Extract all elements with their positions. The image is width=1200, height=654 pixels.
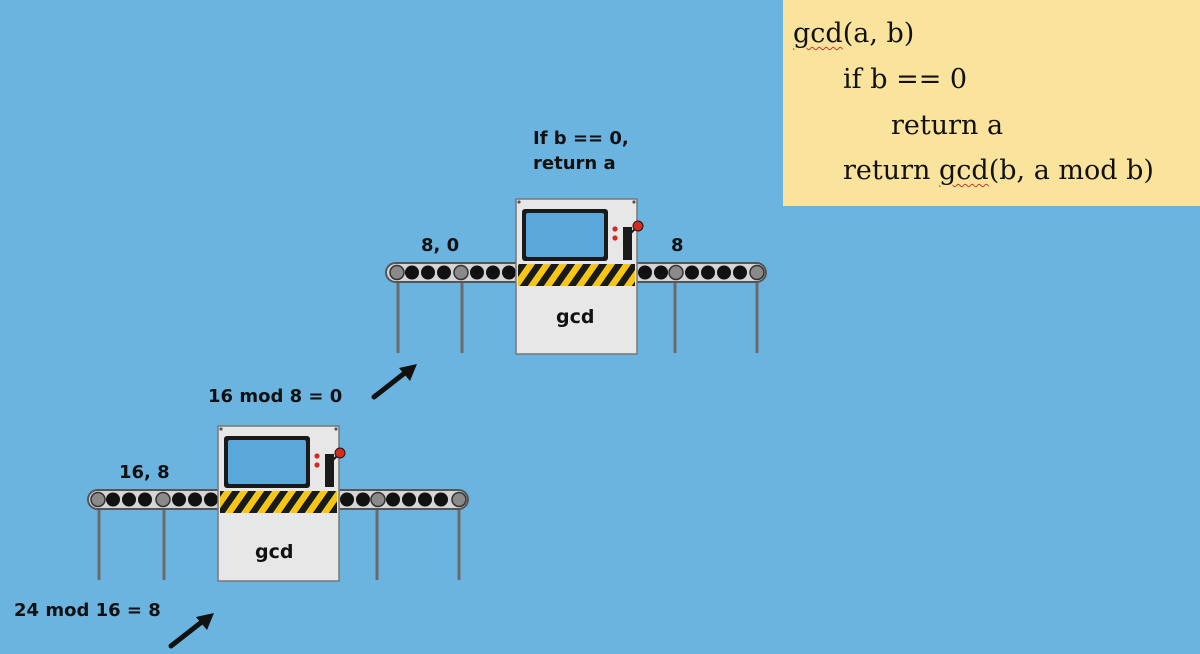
code-line-signature: gcd(a, b) — [793, 18, 914, 49]
machine-1-input-label: 16, 8 — [119, 462, 170, 483]
pseudocode-box: gcd(a, b) if b == 0 return a return gcd(… — [783, 0, 1200, 206]
initial-mod-label: 24 mod 16 = 8 — [14, 600, 161, 621]
arrow-icon-upper — [371, 364, 417, 400]
machine-1-label: gcd — [255, 541, 294, 563]
machine-2-condition-line1: If b == 0, — [533, 128, 629, 149]
machine-2-label: gcd — [556, 306, 595, 328]
code-line-recursive-return: return gcd(b, a mod b) — [843, 155, 1154, 186]
machine-2-output-label: 8 — [671, 235, 684, 256]
code-recursive-args: (b, a mod b) — [988, 155, 1154, 186]
code-line-return-a: return a — [891, 110, 1004, 141]
code-line-if: if b == 0 — [843, 64, 968, 95]
machine-1-mod-label: 16 mod 8 = 0 — [208, 386, 343, 407]
code-return-keyword: return — [843, 155, 940, 186]
code-fn-params: (a, b) — [842, 18, 915, 49]
code-fn-name: gcd — [793, 18, 843, 49]
machine-2-input-label: 8, 0 — [421, 235, 460, 256]
machine-2-condition-line2: return a — [533, 153, 616, 174]
gcd-machine-2 — [515, 198, 644, 355]
gcd-machine-1 — [217, 425, 346, 582]
code-recursive-fn: gcd — [939, 155, 989, 186]
arrow-icon-lower — [168, 613, 214, 649]
